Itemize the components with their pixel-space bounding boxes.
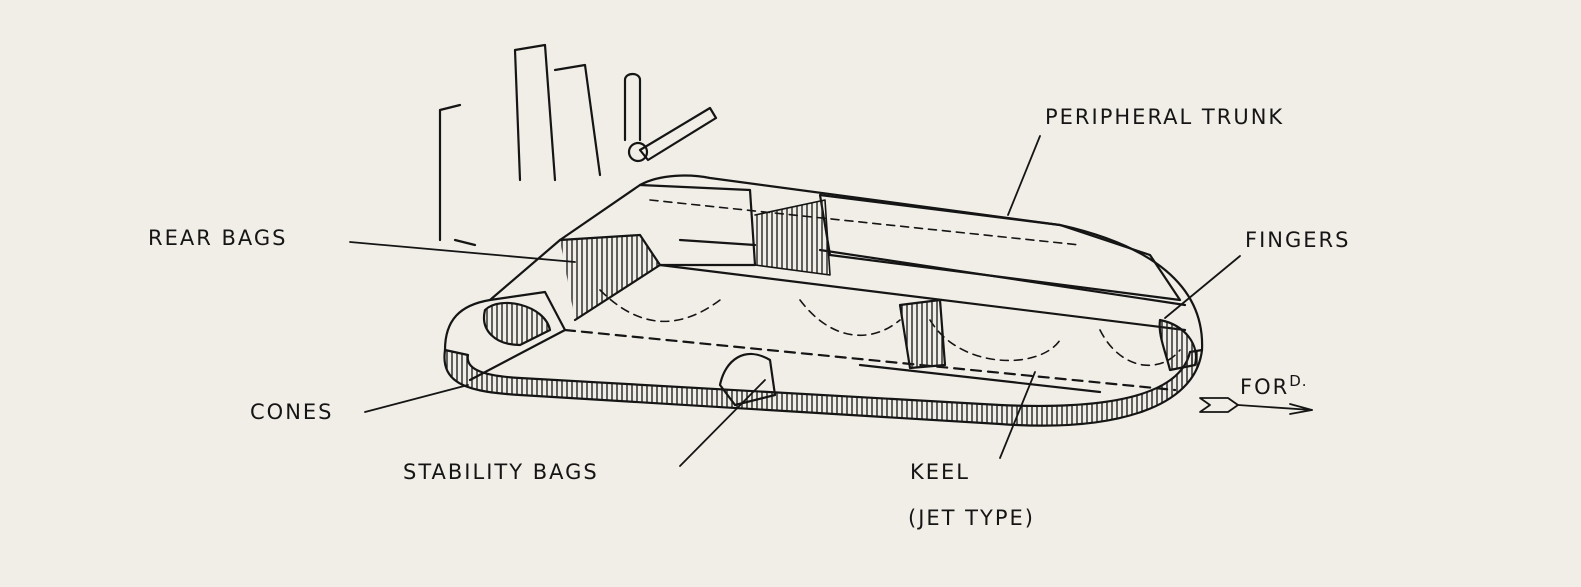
label-keel-type: (JET TYPE) xyxy=(908,506,1035,530)
tail-fins xyxy=(438,43,718,247)
label-cones: CONES xyxy=(250,400,334,424)
label-stability-bags: STABILITY BAGS xyxy=(403,460,599,484)
label-peripheral-trunk: PERIPHERAL TRUNK xyxy=(1045,105,1285,129)
label-forward: FORD. xyxy=(1240,372,1308,399)
forward-arrow-icon xyxy=(1199,397,1313,415)
label-keel: KEEL xyxy=(910,460,971,484)
label-rear-bags: REAR BAGS xyxy=(148,226,288,250)
keel xyxy=(898,298,947,370)
label-fingers: FINGERS xyxy=(1245,228,1351,252)
fingers xyxy=(1158,318,1198,372)
label-forward-sup: D. xyxy=(1289,372,1308,390)
peripheral-trunk xyxy=(443,174,1204,352)
cones xyxy=(482,301,552,347)
label-forward-main: FOR xyxy=(1240,375,1290,399)
peripheral-skirt-band xyxy=(443,348,1204,427)
leader-lines xyxy=(349,135,1241,467)
stability-bag xyxy=(718,353,777,407)
